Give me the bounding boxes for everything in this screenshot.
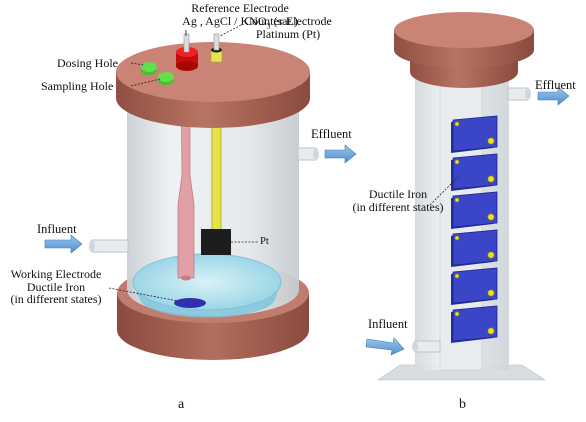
iron-plate xyxy=(452,229,498,266)
counter-leader xyxy=(219,24,242,37)
effluent-arrow-b xyxy=(537,86,570,106)
sampling-hole xyxy=(158,72,174,82)
panel-label-a: a xyxy=(178,397,185,412)
iron-plate xyxy=(452,267,498,304)
dosing-leader xyxy=(130,62,145,66)
influent-label-a: Influent xyxy=(37,222,77,236)
reference-cap-bottom xyxy=(176,61,198,71)
working-electrode-label: Working Electrode Ductile Iron (in diffe… xyxy=(10,267,102,307)
effluent-nozzle-end xyxy=(313,148,319,160)
iron-plates xyxy=(451,115,498,343)
plate-bolt xyxy=(454,311,460,317)
ductile-iron-label: Ductile Iron (in different states) xyxy=(352,187,444,214)
top-cap-b-surface xyxy=(394,12,534,48)
reference-wire xyxy=(183,33,190,53)
top-cap-surface xyxy=(116,42,310,102)
working-leader xyxy=(108,287,179,302)
iron-plate xyxy=(452,191,498,228)
influent-nozzle-end xyxy=(89,240,95,252)
plate-bolt xyxy=(487,175,495,183)
iron-plate xyxy=(452,153,498,190)
platinum-plate xyxy=(201,229,231,255)
iron-plate xyxy=(452,115,498,152)
counter-electrode-label: Counter Electrode Platinum (Pt) xyxy=(244,14,332,41)
plate-bolt xyxy=(454,273,460,279)
panel-label-b: b xyxy=(459,397,466,412)
influent-nozzle-b-end xyxy=(412,341,418,352)
influent-label-b: Influent xyxy=(368,317,408,331)
influent-nozzle xyxy=(91,239,129,253)
sampling-hole-label: Sampling Hole xyxy=(41,79,114,93)
iron-plate xyxy=(452,305,498,342)
plate-bolt xyxy=(487,289,495,297)
influent-nozzle-b xyxy=(414,340,441,353)
effluent-nozzle-b-end xyxy=(525,88,531,100)
plate-bolt xyxy=(454,121,460,127)
plate-bolt xyxy=(487,251,495,259)
effluent-label-a: Effluent xyxy=(311,127,352,141)
plate-bolt xyxy=(487,327,495,335)
electrolyte-bowl xyxy=(132,253,282,311)
influent-arrow-a xyxy=(44,234,83,254)
plate-bolt xyxy=(454,235,460,241)
influent-arrow-b xyxy=(365,337,405,356)
cell-b xyxy=(365,12,570,381)
cell-a xyxy=(44,24,357,360)
pt-label: Pt xyxy=(260,236,269,247)
effluent-arrow-a xyxy=(324,144,357,164)
dosing-hole xyxy=(141,62,157,72)
dosing-hole-label: Dosing Hole xyxy=(57,56,118,70)
sampling-leader xyxy=(130,78,161,87)
plate-bolt xyxy=(454,159,460,165)
counter-wire xyxy=(213,33,220,51)
bowl-rim xyxy=(133,282,281,318)
reference-electrode-label: Reference Electrode Ag , AgCl / KNO3 (sa… xyxy=(182,1,298,30)
plate-bolt xyxy=(454,197,460,203)
working-electrode-iron xyxy=(174,298,206,308)
reference-electrode-tip xyxy=(181,275,191,281)
plate-bolt xyxy=(487,137,495,145)
plate-bolt xyxy=(487,213,495,221)
effluent-label-b: Effluent xyxy=(535,78,576,92)
